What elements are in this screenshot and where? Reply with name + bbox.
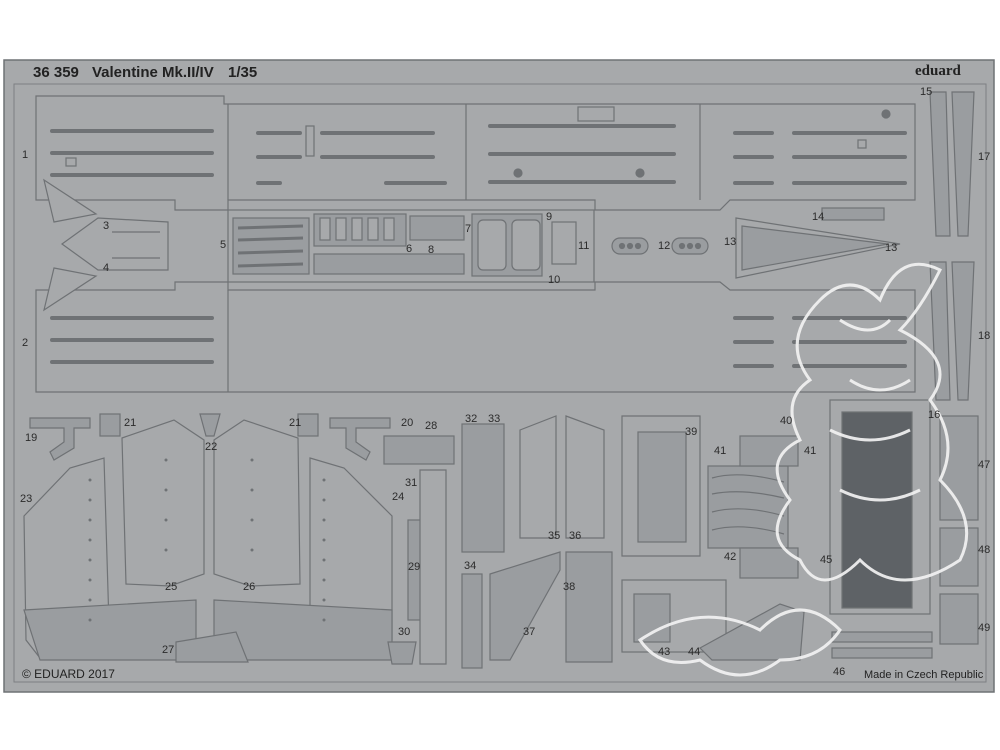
- part-label: 10: [548, 274, 561, 286]
- parts-3-4: [43, 178, 169, 312]
- sheet-code: 36 359: [33, 64, 79, 81]
- part-label: 3: [103, 220, 110, 232]
- part-label: 37: [523, 626, 536, 638]
- part-label: 23: [20, 493, 33, 505]
- part-label: 34: [464, 560, 477, 572]
- part-label: 14: [812, 211, 825, 223]
- part-label: 49: [978, 622, 991, 634]
- part-label: 42: [724, 551, 737, 563]
- part-label: 20: [401, 417, 414, 429]
- part-label: 15: [920, 86, 933, 98]
- part-45-mesh: [829, 399, 931, 615]
- part-label: 30: [398, 626, 411, 638]
- part-label: 41: [714, 445, 727, 457]
- part-46: [831, 631, 933, 659]
- part-label: 5: [220, 239, 227, 251]
- part-12: [611, 237, 709, 255]
- part-label: 45: [820, 554, 833, 566]
- part-label: 16: [928, 409, 941, 421]
- part-label: 29: [408, 561, 421, 573]
- part-label: 44: [688, 646, 701, 658]
- sheet-name: Valentine Mk.II/IV: [92, 64, 214, 81]
- eduard-watermark: [637, 262, 969, 677]
- part-label: 28: [425, 420, 438, 432]
- part-label: 40: [780, 415, 793, 427]
- part-label: 24: [392, 491, 405, 503]
- parts-15-18: [929, 91, 975, 401]
- part-13: [735, 207, 901, 279]
- parts-35-38: [489, 415, 613, 663]
- part-2-lower-panel: [35, 281, 916, 393]
- part-label: 26: [243, 581, 256, 593]
- part-label: 7: [465, 223, 472, 235]
- part-label: 12: [658, 240, 671, 252]
- part-label: 36: [569, 530, 582, 542]
- part-label: 48: [978, 544, 991, 556]
- part-label: 1: [22, 149, 29, 161]
- part-label: 25: [165, 581, 178, 593]
- part-label: 41: [804, 445, 817, 457]
- part-label: 2: [22, 337, 29, 349]
- part-label: 47: [978, 459, 991, 471]
- sheet-scale: 1/35: [228, 64, 258, 81]
- brand-logo: eduard: [915, 63, 961, 79]
- part-39: [621, 415, 701, 557]
- part-label: 21: [124, 417, 137, 429]
- part-label: 35: [548, 530, 561, 542]
- part-label: 17: [978, 151, 991, 163]
- part-label: 31: [405, 477, 418, 489]
- central-strip: [227, 209, 595, 283]
- part-1-upper-panel: [35, 95, 916, 211]
- rivet-rows: [88, 458, 326, 622]
- part-label: 33: [488, 413, 501, 425]
- parts-23-26: [23, 419, 393, 661]
- parts-47-49: [939, 415, 979, 645]
- part-label: 4: [103, 262, 110, 274]
- part-label: 46: [833, 666, 846, 678]
- part-label: 19: [25, 432, 38, 444]
- part-label: 27: [162, 644, 175, 656]
- part-label: 21: [289, 417, 302, 429]
- part-label: 13: [724, 236, 737, 248]
- origin: Made in Czech Republic: [864, 669, 984, 681]
- part-label: 38: [563, 581, 576, 593]
- part-label: 8: [428, 244, 435, 256]
- copyright: © EDUARD 2017: [22, 667, 115, 681]
- panel-slots: [50, 124, 907, 368]
- part-label: 13: [885, 242, 898, 254]
- part-label: 39: [685, 426, 698, 438]
- part-label: 22: [205, 441, 218, 453]
- part-label: 32: [465, 413, 478, 425]
- part-label: 18: [978, 330, 991, 342]
- part-label: 6: [406, 243, 413, 255]
- part-42: [707, 435, 799, 579]
- part-label: 11: [578, 240, 590, 252]
- part-label: 9: [546, 211, 553, 223]
- small-brackets: [29, 413, 505, 669]
- part-label: 43: [658, 646, 671, 658]
